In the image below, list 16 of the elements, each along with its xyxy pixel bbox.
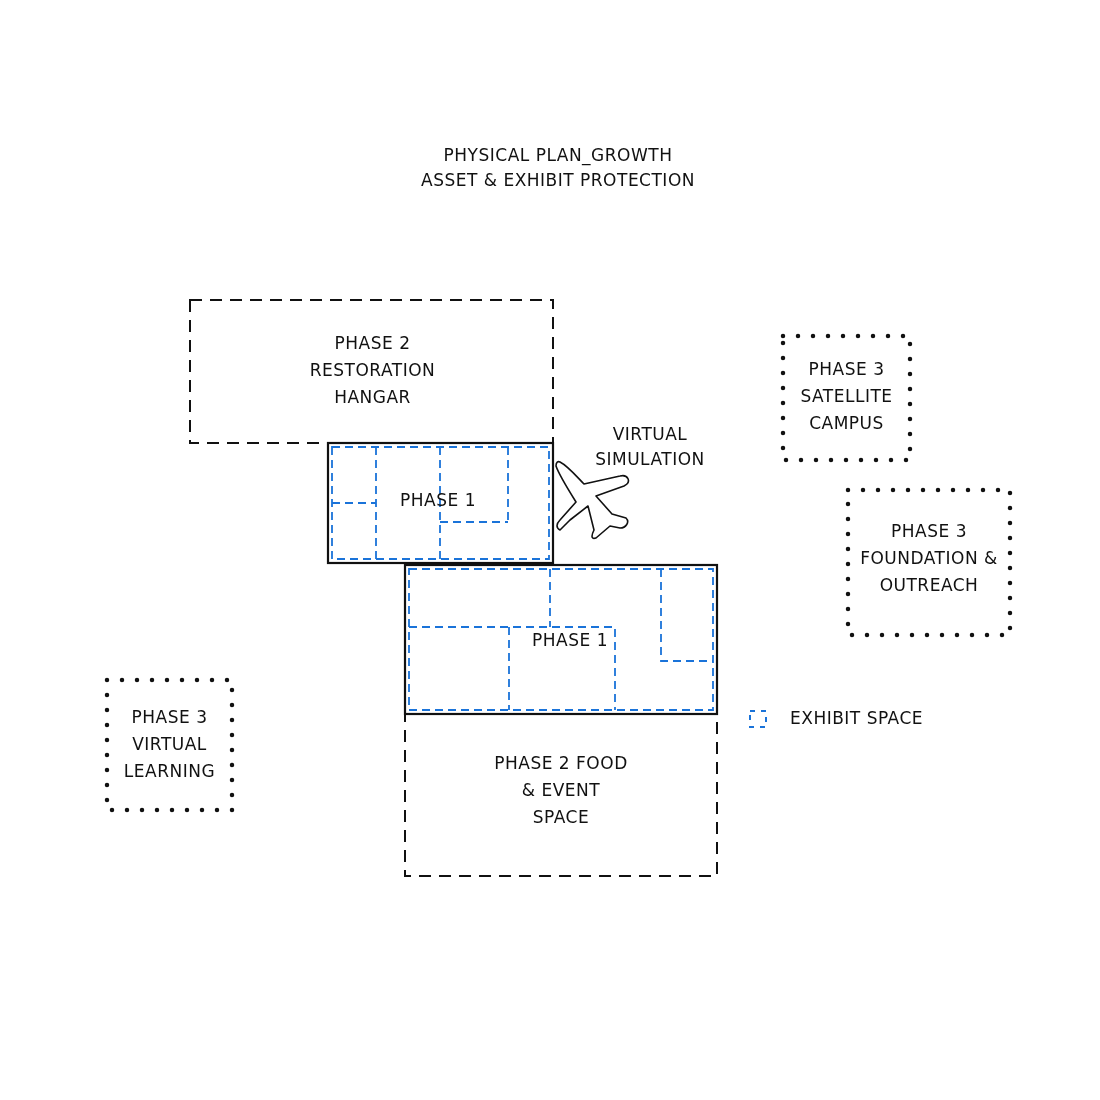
planned-area [190,300,553,443]
area-label: PHASE 3 VIRTUAL LEARNING [122,706,217,783]
future-area [848,490,1010,635]
area-label: PHASE 2 FOOD & EVENT SPACE [493,752,629,829]
future-area [783,336,910,460]
legend-label: EXHIBIT SPACE [790,707,924,730]
future-area [107,680,232,810]
area-label: PHASE 3 SATELLITE CAMPUS [799,358,894,435]
area-label: PHASE 1 [399,489,477,512]
planned-area [405,714,717,876]
area-label: PHASE 3 FOUNDATION & OUTREACH [859,520,999,597]
area-label: VIRTUAL SIMULATION [594,423,706,471]
area-label: PHASE 2 RESTORATION HANGAR [308,332,437,409]
subtitle: ASSET & EXHIBIT PROTECTION [420,169,696,192]
title: PHYSICAL PLAN_GROWTH [442,144,674,168]
area-label: PHASE 1 [531,629,609,652]
